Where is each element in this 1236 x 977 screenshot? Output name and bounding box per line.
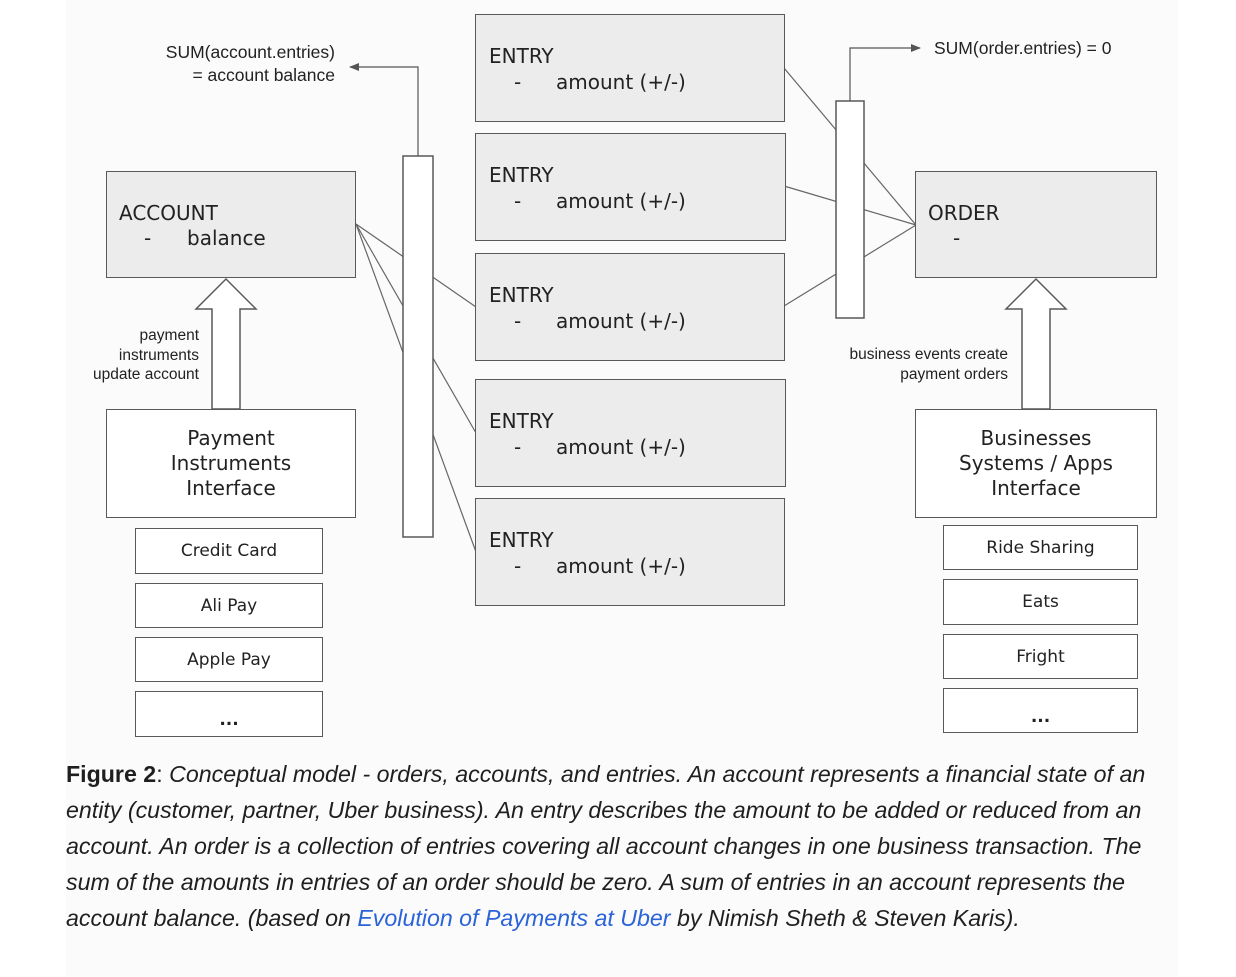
account-field: balance (187, 226, 266, 250)
order-title: ORDER (928, 201, 1000, 225)
entry-dash: - (514, 435, 522, 459)
payment-interface-label: Payment Instruments Interface (107, 426, 355, 501)
entry-title: ENTRY (489, 283, 554, 307)
payment-method-label: ... (219, 710, 239, 730)
business-system-label: Eats (1022, 592, 1059, 612)
caption-credit: by Nimish Sheth & Steven Karis). (670, 905, 1020, 931)
entry-box: ENTRY - amount (+/-) (475, 133, 786, 241)
payment-update-arrow (194, 277, 258, 410)
business-interface-line: Interface (991, 476, 1081, 500)
account-sum-line: = account balance (192, 64, 335, 85)
account-box: ACCOUNT - balance (106, 171, 356, 278)
entry-dash: - (514, 554, 522, 578)
business-system-item: Fright (943, 634, 1138, 679)
payment-interface-line: Instruments (170, 451, 292, 475)
entry-box: ENTRY - amount (+/-) (475, 14, 785, 122)
order-sum-label: SUM(order.entries) = 0 (934, 38, 1112, 58)
entry-dash: - (514, 189, 522, 213)
entry-dash: - (514, 309, 522, 333)
entry-box: ENTRY - amount (+/-) (475, 379, 786, 487)
account-dash: - (144, 226, 152, 250)
business-system-item: Ride Sharing (943, 525, 1138, 570)
entry-field: amount (+/-) (556, 189, 686, 213)
order-dash: - (953, 226, 961, 250)
payment-interface-line: Interface (186, 476, 276, 500)
order-entries-bar (835, 100, 865, 319)
caption-separator: : (156, 761, 170, 787)
business-note-line: payment orders (900, 365, 1008, 383)
entry-field: amount (+/-) (556, 435, 686, 459)
entry-field: amount (+/-) (556, 554, 686, 578)
business-events-note: business events create payment orders (849, 345, 1008, 384)
payment-note-line: update account (92, 366, 199, 384)
business-order-arrow (1004, 277, 1068, 410)
payment-method-item: Credit Card (135, 528, 323, 574)
diagram-connectors (194, 44, 1068, 553)
business-interface-label: Businesses Systems / Apps Interface (916, 426, 1156, 501)
payment-method-label: Ali Pay (200, 596, 258, 616)
caption-label: Figure 2 (66, 761, 157, 787)
payment-method-label: Credit Card (180, 541, 278, 561)
business-note-line: business events create (849, 346, 1008, 363)
entry-box: ENTRY - amount (+/-) (475, 253, 785, 361)
payment-method-item: ... (135, 691, 323, 737)
account-title: ACCOUNT (119, 201, 218, 225)
order-box: ORDER - (915, 171, 1157, 278)
caption-text: Conceptual model - orders, accounts, and… (66, 761, 1146, 931)
account-sum-label: SUM(account.entries) = account balance (166, 41, 335, 87)
business-interface-line: Systems / Apps (959, 451, 1113, 475)
business-systems-interface: Businesses Systems / Apps Interface (915, 409, 1157, 518)
entry-title: ENTRY (489, 528, 554, 552)
entry-title: ENTRY (489, 163, 554, 187)
account-sum-line: SUM(account.entries) (165, 42, 335, 62)
caption-source-link[interactable]: Evolution of Payments at Uber (357, 905, 671, 931)
entry-field: amount (+/-) (556, 70, 686, 94)
entry-field: amount (+/-) (556, 309, 686, 333)
payment-method-label: Apple Pay (187, 650, 271, 670)
order-sum-arrow (849, 44, 921, 101)
entry-box: ENTRY - amount (+/-) (475, 498, 785, 606)
account-entries-bar (402, 155, 434, 538)
business-interface-line: Businesses (980, 426, 1092, 450)
business-system-label: Ride Sharing (986, 538, 1095, 558)
business-system-item: Eats (943, 579, 1138, 625)
entry-title: ENTRY (489, 409, 554, 433)
payment-note-line: instruments (118, 346, 199, 364)
payment-interface-line: Payment (187, 426, 275, 450)
business-system-item: ... (943, 688, 1138, 733)
payment-method-item: Apple Pay (135, 637, 323, 682)
payment-note-line: payment (139, 327, 199, 344)
business-system-label: ... (1030, 707, 1051, 727)
entry-dash: - (514, 70, 522, 94)
figure-caption: Figure 2: Conceptual model - orders, acc… (66, 756, 1186, 936)
payment-update-note: payment instruments update account (93, 326, 199, 385)
payment-method-item: Ali Pay (135, 583, 323, 628)
business-system-label: Fright (1016, 647, 1065, 667)
payment-instruments-interface: Payment Instruments Interface (106, 409, 356, 518)
account-sum-arrow (349, 63, 419, 156)
entry-title: ENTRY (489, 44, 554, 68)
